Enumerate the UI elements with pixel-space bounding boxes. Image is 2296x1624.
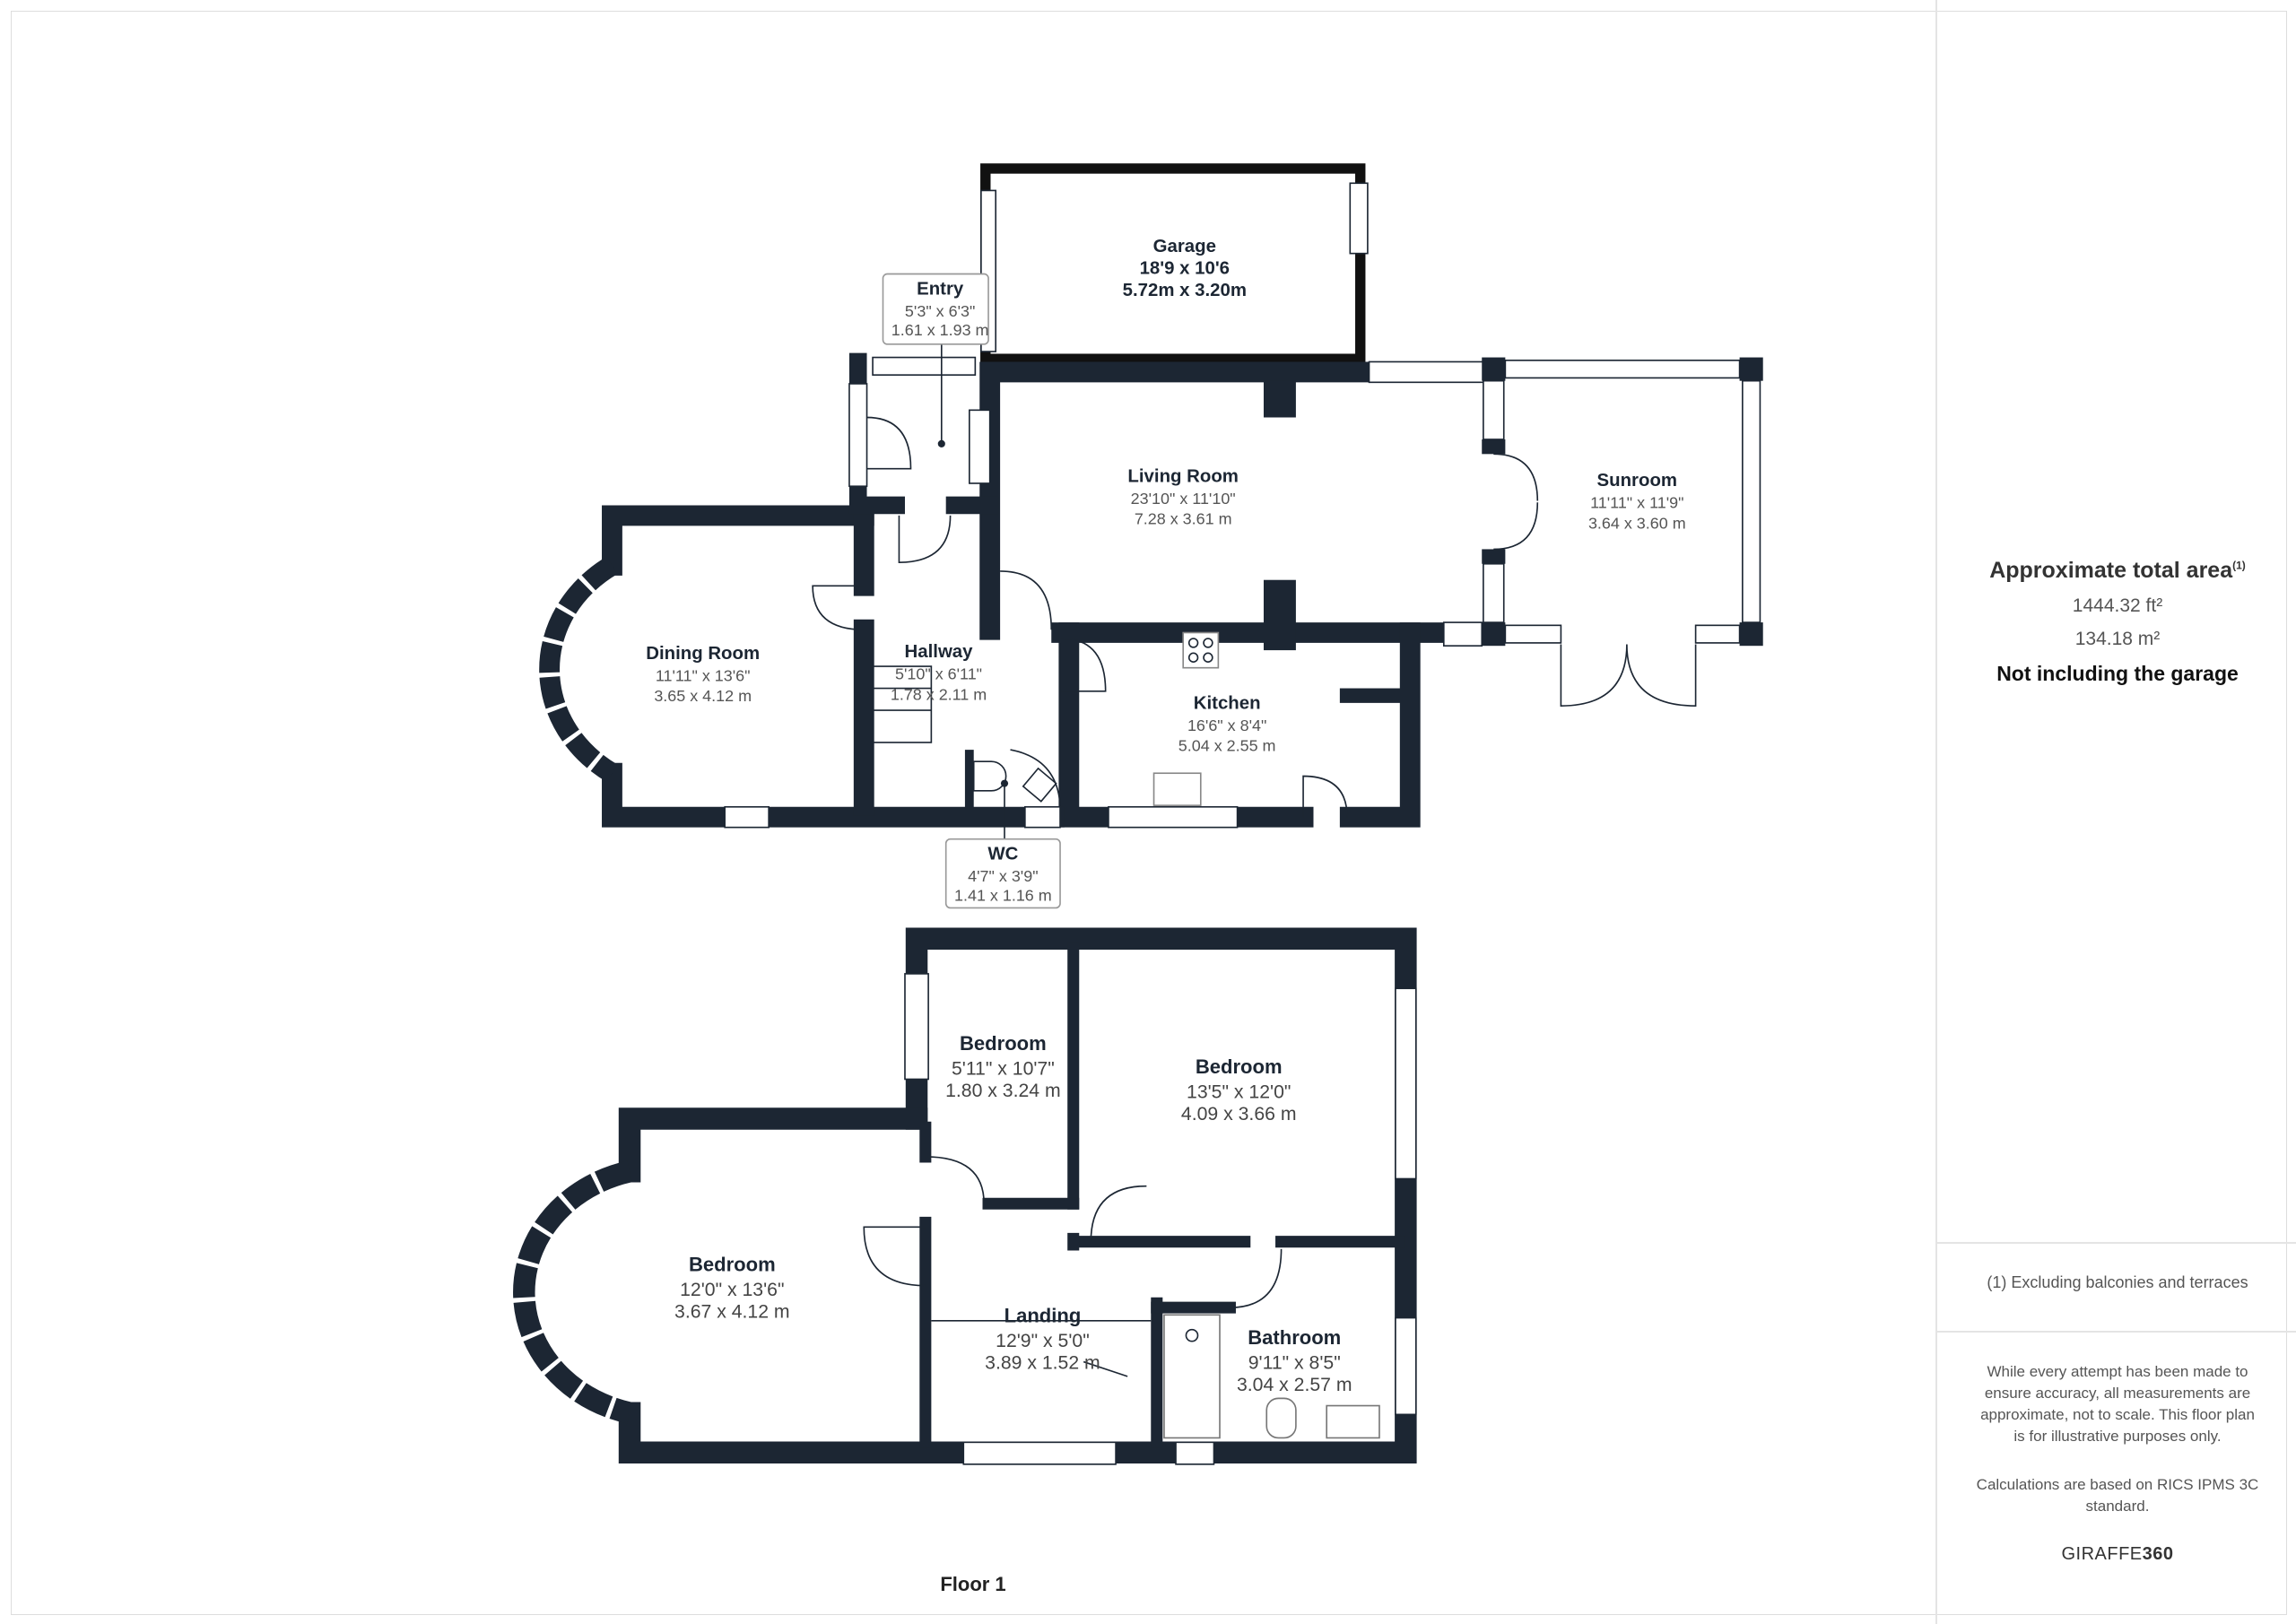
wc-toilet [972,760,1007,792]
living-metric: 7.28 x 3.61 m [1135,510,1232,528]
chimney-breast-lower [1263,579,1296,651]
bathroom-metric: 3.04 x 2.57 m [1237,1375,1352,1395]
brand-logo: GIRAFFE360 [1937,1544,2296,1565]
dining-door [812,585,865,631]
living-imperial: 23'10" x 11'10" [1131,490,1236,508]
brand-number: 360 [2142,1544,2174,1564]
dining-room-walls [602,505,1065,828]
bedroom-right-imperial: 13'5" x 12'0" [1187,1082,1291,1103]
floor-label: Floor 1 [940,1573,1006,1595]
sunroom-metric: 3.64 x 3.60 m [1588,515,1686,533]
ground-floor: Garage 18'9 x 10'6 5.72m x 3.20m Entry 5… [539,163,1763,909]
bedroom-right-metric: 4.09 x 3.66 m [1181,1104,1297,1125]
first-floor: Bedroom 5'11" x 10'7" 1.80 x 3.24 m Bedr… [513,927,1417,1465]
dining-metric: 3.65 x 4.12 m [654,687,752,705]
bedroom-bay-window [513,1160,632,1424]
bedroom-small-imperial: 5'11" x 10'7" [952,1059,1055,1080]
sunroom-window-top [1504,360,1741,379]
area-sqm: 134.18 m² [2074,629,2161,649]
kitchen-window [1108,805,1239,829]
disclaimer: While every attempt has been made to ens… [1980,1363,2255,1445]
front-door [866,416,912,470]
staircase [873,665,933,743]
divider [1937,1331,2296,1333]
wc-name: WC [987,845,1018,864]
area-summary-panel: Approximate total area(1) 1444.32 ft² 13… [1935,0,2296,1624]
first-floor-outer-walls [618,927,1417,1464]
entry-inner-door [898,515,952,563]
double-door-living-sunroom [1493,453,1539,551]
hallway-name: Hallway [905,642,974,662]
entry-name: Entry [917,279,964,299]
bedroom-window [1395,987,1417,1180]
first-floor-inner-walls [919,942,1405,1448]
first-floor-doors [925,1156,1283,1308]
garage-name: Garage [1153,237,1216,256]
kitchen-imperial: 16'6" x 8'4" [1187,716,1266,734]
sunroom-name: Sunroom [1597,471,1678,491]
living-window [1368,360,1484,384]
living-room-walls [979,361,1497,643]
landing-metric: 3.89 x 1.52 m [985,1353,1100,1374]
sunroom-imperial: 11'11" x 11'9" [1590,494,1683,512]
landing-name: Landing [1004,1304,1082,1326]
dining-name: Dining Room [646,644,760,664]
entry-metric: 1.61 x 1.93 m [891,321,989,339]
calculation-note: Calculations are based on RICS IPMS 3C s… [1976,1476,2259,1515]
hallway-imperial: 5'10" x 6'11" [895,665,982,683]
bedroom-bay-name: Bedroom [689,1253,776,1275]
kitchen-sink [1152,772,1202,806]
bedroom-bay-imperial: 12'0" x 13'6" [680,1280,784,1300]
dining-imperial: 11'11" x 13'6" [656,666,751,684]
brand-name: GIRAFFE [2061,1544,2143,1564]
bedroom-bay-metric: 3.67 x 4.12 m [674,1302,790,1323]
kitchen-metric: 5.04 x 2.55 m [1178,737,1276,755]
area-sqft: 1444.32 ft² [2072,595,2163,616]
kitchen-back-door [1302,775,1348,818]
area-title-footnote-marker: (1) [2232,559,2246,572]
area-note: Not including the garage [1996,662,2239,685]
bathroom-name: Bathroom [1248,1326,1341,1349]
sunroom-window-right [1742,379,1761,623]
area-title-text: Approximate total area [1989,558,2233,583]
chimney-breast [1263,380,1296,418]
garage-imperial: 18'9 x 10'6 [1140,258,1230,278]
entry-imperial: 5'3" x 6'3" [905,302,975,320]
bath-tub [1163,1314,1221,1439]
wc-metric: 1.41 x 1.16 m [954,886,1052,904]
entry-label-box [882,273,989,345]
landing-imperial: 12'9" x 5'0" [996,1331,1090,1351]
garage-window [1349,182,1369,255]
hallway-metric: 1.78 x 2.11 m [891,686,987,704]
bathroom-toilet [1265,1397,1297,1439]
footnote: (1) Excluding balconies and terraces [1987,1273,2248,1291]
area-title: Approximate total area(1) [1937,558,2296,584]
kitchen-name: Kitchen [1194,693,1261,713]
sunroom-french-doors [1560,644,1697,707]
wc-imperial: 4'7" x 3'9" [968,867,1038,885]
divider [1937,1242,2296,1244]
bedroom-right-name: Bedroom [1196,1055,1283,1078]
bedroom-small-name: Bedroom [960,1032,1047,1055]
bedroom-small-metric: 1.80 x 3.24 m [945,1081,1061,1101]
living-name: Living Room [1127,466,1238,486]
wc-label-box [944,838,1061,909]
garage-metric: 5.72m x 3.20m [1123,281,1247,300]
bathroom-sink [1326,1404,1380,1439]
dining-bay-window [539,556,618,783]
bathroom-imperial: 9'11" x 8'5" [1248,1353,1341,1374]
